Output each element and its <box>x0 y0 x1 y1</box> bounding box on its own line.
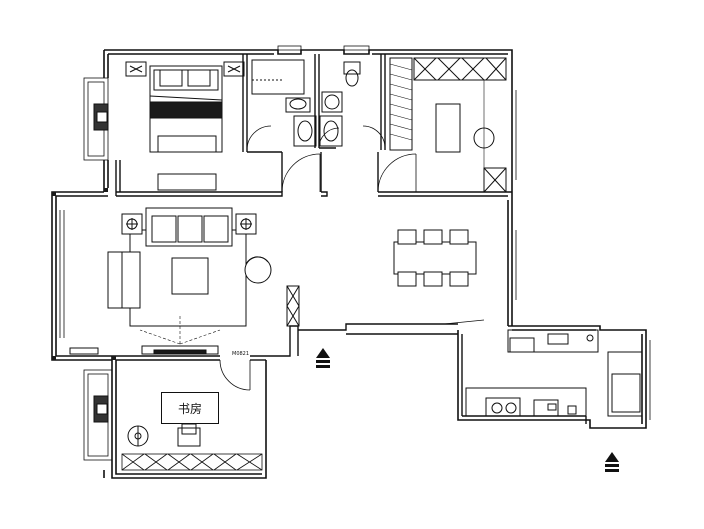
nightstand-right <box>223 61 245 77</box>
side-table-right <box>235 213 257 235</box>
storage-closet <box>389 57 507 193</box>
dining-table <box>393 229 477 287</box>
master-bed <box>149 65 223 153</box>
kitchen-counters <box>465 329 643 417</box>
exterior-walls <box>51 49 647 479</box>
tv-projection <box>139 314 221 345</box>
shoe-cabinet <box>286 285 300 327</box>
study-round-table <box>127 425 149 447</box>
study-bay-cushion <box>93 395 109 423</box>
service-entrance-arrow-icon <box>605 452 619 472</box>
nightstand-left <box>125 61 147 77</box>
bathroom-fixtures <box>251 59 361 147</box>
side-table-left <box>121 213 143 235</box>
master-bay-cushion <box>93 103 109 131</box>
study-chair <box>177 423 201 447</box>
low-cabinet <box>69 347 99 355</box>
windows <box>55 45 651 479</box>
entrance-arrow-icon <box>316 348 330 368</box>
sofa <box>145 207 233 247</box>
doors <box>219 125 485 391</box>
chaise-sofa <box>107 251 141 309</box>
study-room-label: 书房 <box>161 392 219 424</box>
armchair <box>244 256 272 284</box>
study-shelves <box>121 453 263 471</box>
master-tv-cabinet <box>157 173 217 191</box>
study-door-tag: M0821 <box>232 351 250 357</box>
wall-pillars <box>52 188 116 360</box>
tv-screen <box>153 349 207 355</box>
coffee-table <box>171 257 209 295</box>
